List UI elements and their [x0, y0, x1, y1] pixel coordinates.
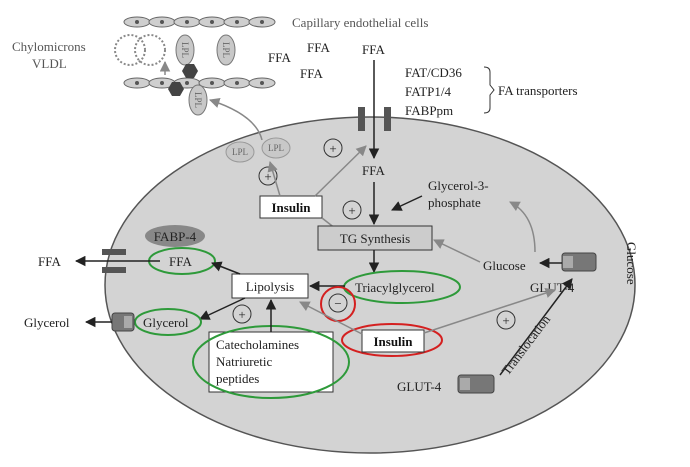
glycerol-green-ring	[134, 308, 202, 336]
lpl-cell-1: LPL	[225, 141, 255, 163]
glucose-to-g3p-arrow	[509, 201, 536, 253]
lpl-capillary-3: LPL	[188, 84, 208, 116]
lpl-cell-2: LPL	[261, 137, 291, 159]
catecholamines-label: Catecholamines	[216, 337, 299, 352]
chylomicron-particle-1	[114, 34, 146, 66]
lipolysis-box	[231, 273, 309, 299]
svg-text:−: −	[334, 296, 341, 311]
capillary-bottom-nuclei	[135, 81, 264, 85]
glycerol3p-label-line2: phosphate	[428, 195, 481, 210]
fabp4-label: FABP-4	[154, 229, 197, 244]
svg-text:+: +	[348, 203, 355, 218]
fabppm-label: FABPpm	[405, 103, 453, 118]
glut4-vesicle-highlight	[460, 378, 470, 390]
svg-text:+: +	[329, 141, 336, 156]
ffa-label-4: FFA	[362, 42, 385, 57]
tg-synthesis-label: TG Synthesis	[340, 231, 410, 246]
fatp-label: FATP1/4	[405, 84, 451, 99]
hexagon-marker-1	[182, 64, 198, 78]
peptides-label: peptides	[216, 371, 259, 386]
vldl-label: VLDL	[32, 56, 67, 71]
fa-transporters-label: FA transporters	[498, 83, 578, 98]
plus-sign-translocation: +	[496, 310, 516, 330]
ffa-label-3: FFA	[300, 66, 323, 81]
insulin-to-transporter-arrow	[314, 145, 367, 197]
hexagon-marker-2	[168, 82, 184, 96]
fabp4-blob	[145, 225, 205, 247]
minus-sign: −	[328, 293, 348, 313]
glut4-label-right: GLUT-4	[530, 280, 575, 295]
svg-text:+: +	[238, 307, 245, 322]
glucose-outside-label: Glucose	[624, 242, 639, 285]
svg-text:LPL: LPL	[193, 92, 203, 108]
chylomicrons-label: Chylomicrons	[12, 39, 86, 54]
ffa-exit-channel-bottom	[102, 267, 126, 273]
ffa-exit-channel-top	[102, 249, 126, 255]
glycerol-outside-label: Glycerol	[24, 315, 70, 330]
lipolysis-to-glycerol-arrow	[199, 297, 246, 320]
insulin-to-lpl-arrow	[267, 160, 281, 197]
insulin-to-glut4-arrow	[423, 287, 556, 334]
lipolysis-label: Lipolysis	[246, 279, 294, 294]
fa-transporters-bracket	[483, 66, 495, 114]
glycerol-channel-highlight	[124, 316, 132, 328]
lpl-capillary-2: LPL	[216, 34, 236, 66]
svg-text:LPL: LPL	[268, 143, 284, 153]
insulin-label-lower: Insulin	[373, 334, 413, 349]
ffa-left-label: FFA	[169, 254, 192, 269]
capillary-top-nuclei	[135, 20, 264, 24]
insulin-box-lower	[361, 329, 425, 353]
natriuretic-label: Natriuretic	[216, 354, 273, 369]
fa-transporter-left	[358, 107, 365, 131]
svg-text:LPL: LPL	[221, 42, 231, 58]
capillary-label: Capillary endothelial cells	[292, 15, 428, 30]
lpl-capillary-1: LPL	[175, 34, 195, 66]
glycerol3p-label-line1: Glycerol-3-	[428, 178, 489, 193]
glucose-inside-label: Glucose	[483, 258, 526, 273]
lpl-secretion-arrow	[209, 97, 263, 141]
insulin-red-ring	[341, 323, 443, 357]
svg-text:+: +	[264, 169, 271, 184]
ffa-label-2: FFA	[307, 40, 330, 55]
insulin-box-upper	[259, 195, 323, 219]
insulin-inhibits-lipolysis-arrow	[299, 301, 363, 335]
glycerol3p-arrow	[391, 195, 423, 211]
catecholamines-box	[208, 331, 334, 393]
glut4-label-lower: GLUT-4	[397, 379, 442, 394]
ffa-outside-label: FFA	[38, 254, 61, 269]
capillary-top-row	[123, 16, 276, 28]
triacylglycerol-green-ring	[343, 270, 461, 304]
svg-text:LPL: LPL	[232, 147, 248, 157]
plus-sign-tg: +	[342, 200, 362, 220]
ffa-label-1: FFA	[268, 50, 291, 65]
svg-text:LPL: LPL	[180, 42, 190, 58]
tg-synthesis-box	[317, 225, 433, 251]
fa-transporter-right	[384, 107, 391, 131]
glycerol-inside-label: Glycerol	[143, 315, 189, 330]
glut4-membrane-highlight	[563, 256, 573, 268]
ffa-inside-label: FFA	[362, 163, 385, 178]
chylomicron-particle-2	[134, 34, 166, 66]
translocation-arrow	[499, 278, 573, 376]
triacylglycerol-label: Triacylglycerol	[355, 280, 435, 295]
glucose-to-tg-arrow	[433, 239, 481, 263]
insulin-label-upper: Insulin	[271, 200, 311, 215]
plus-sign-lipolysis: +	[232, 304, 252, 324]
plus-sign-transport: +	[323, 138, 343, 158]
fat-cd36-label: FAT/CD36	[405, 65, 462, 80]
svg-text:+: +	[502, 313, 509, 328]
lipolysis-to-ffa-arrow	[211, 261, 241, 275]
